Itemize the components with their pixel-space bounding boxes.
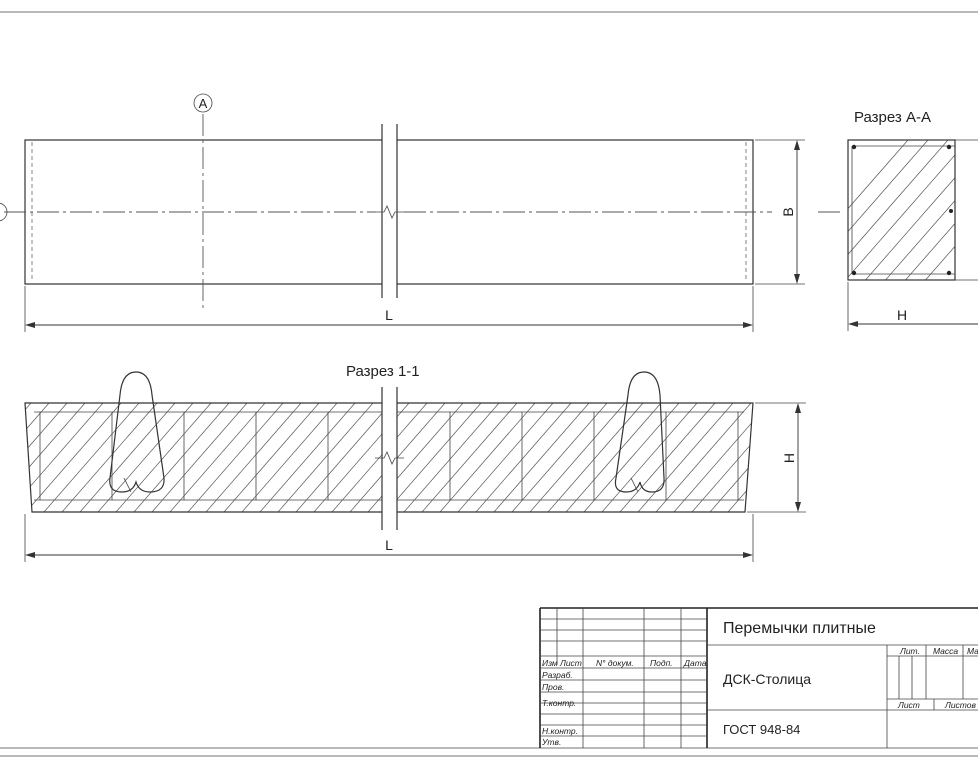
hatch-line	[25, 403, 86, 512]
hatch-line	[259, 403, 356, 512]
hatch-line	[439, 403, 536, 512]
section-aa-title: Разрез А-А	[854, 109, 931, 126]
hatch-line	[25, 403, 68, 512]
hatch-line	[727, 403, 753, 512]
hatch-line	[187, 403, 284, 512]
hatch-line	[403, 403, 500, 512]
role-developer: Разраб.	[542, 670, 573, 680]
standard-code: ГОСТ 948-84	[723, 722, 800, 737]
section-11: Разрез 1-1 H L	[0, 363, 859, 562]
hatch-line	[673, 403, 753, 512]
organization-name: ДСК-Столица	[723, 671, 811, 687]
hatch-line	[493, 403, 590, 512]
hatch-line	[421, 403, 518, 512]
hatch-line	[151, 403, 248, 512]
section-aa-height-label: H	[897, 307, 907, 323]
hatch-line	[25, 403, 104, 512]
section-11-length-label: L	[385, 537, 393, 553]
hatch-line	[295, 403, 392, 512]
hatch-line	[223, 403, 320, 512]
stage-header-mass: Масса	[933, 646, 958, 656]
sheet-frame	[0, 11, 978, 757]
hatch-line	[637, 403, 734, 512]
hatch-line	[25, 403, 122, 512]
role-norm-control: Н.контр.	[542, 726, 578, 736]
section-aa: Разрез А-А H	[818, 109, 978, 331]
hatch-line	[619, 403, 716, 512]
title-block: Перемычки плитные ДСК-Столица ГОСТ 948-8…	[539, 607, 978, 748]
hatch-line	[709, 403, 753, 512]
dimension-width-label: B	[780, 207, 796, 216]
role-tech-control: Т.контр.	[542, 698, 576, 708]
hatch-line	[79, 403, 176, 512]
hatch-line	[764, 403, 859, 512]
hatch-line	[61, 403, 158, 512]
hatch-line	[169, 403, 266, 512]
sheets-total-label: Листов	[944, 700, 977, 710]
top-view: A B L	[0, 93, 805, 332]
role-checker: Пров.	[542, 682, 564, 692]
hatch-line	[43, 403, 140, 512]
role-approved: Утв.	[541, 737, 561, 747]
hatch-line	[277, 403, 374, 512]
axis-marker-a: A	[199, 96, 208, 111]
hatch-line	[205, 403, 302, 512]
header-sign: Подп.	[650, 658, 673, 668]
hatch-line	[511, 403, 608, 512]
hatch-line	[115, 403, 212, 512]
stage-header-lit: Лит.	[899, 646, 920, 656]
header-list: Лист	[559, 658, 582, 668]
section-11-title: Разрез 1-1	[346, 363, 420, 380]
hatch-line	[547, 403, 644, 512]
header-date: Дата	[683, 658, 707, 668]
hatch-line	[241, 403, 338, 512]
section-11-height-label: H	[781, 453, 797, 463]
hatch-line	[457, 403, 554, 512]
hatch-line	[565, 403, 662, 512]
hatch-line	[691, 403, 753, 512]
header-izm: Изм	[542, 658, 558, 668]
hatch-line	[0, 403, 13, 512]
hatch-line	[133, 403, 230, 512]
hatch-line	[385, 403, 482, 512]
header-doc: N° докум.	[596, 658, 634, 668]
hatch-line	[97, 403, 194, 512]
dimension-length-label: L	[385, 307, 393, 323]
stage-header-scale: Масштаб	[967, 646, 978, 656]
hatch-line	[655, 403, 752, 512]
drawing-title: Перемычки плитные	[723, 620, 876, 637]
hatch-line	[331, 403, 428, 512]
hatch-line	[529, 403, 626, 512]
hatch-line	[601, 403, 698, 512]
sheet-label: Лист	[897, 700, 920, 710]
hatch-line	[475, 403, 572, 512]
hatch-line	[583, 403, 680, 512]
hatch-line	[25, 403, 50, 512]
